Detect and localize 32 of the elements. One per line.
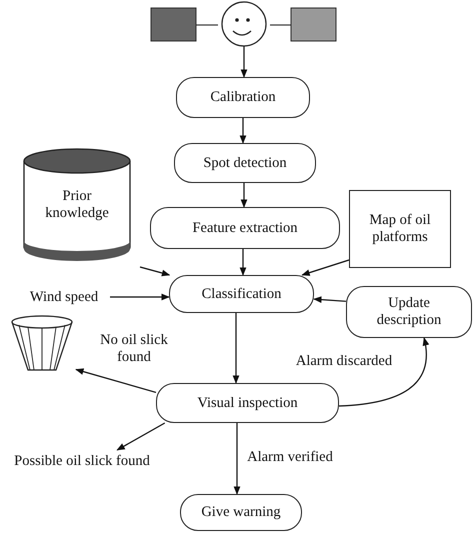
- node-text: Prior knowledge: [44, 188, 110, 222]
- arrow: [240, 118, 246, 144]
- process-box: [180, 494, 302, 531]
- data-box: [349, 190, 451, 268]
- arrow: [116, 422, 166, 451]
- arrow: [234, 423, 240, 495]
- node-text: Feature extraction: [191, 220, 299, 236]
- arrow: [313, 296, 346, 303]
- arrow: [240, 249, 246, 276]
- arrow: [240, 183, 248, 208]
- process-box: [156, 383, 339, 423]
- process-box: [174, 143, 316, 183]
- process-box: [346, 286, 472, 338]
- node-text: Spot detection: [202, 154, 288, 172]
- process-box: [169, 275, 314, 313]
- arrow: [110, 294, 170, 300]
- arrow: [338, 337, 429, 407]
- node-text: Calibration: [209, 89, 277, 106]
- node-text: Visual inspection: [196, 394, 299, 412]
- arrow: [140, 266, 170, 276]
- outcome-label: Possible oil slick found: [13, 452, 151, 470]
- process-box: [150, 207, 340, 249]
- arrow: [301, 259, 350, 276]
- input-label: Wind speed: [28, 288, 100, 306]
- arrow: [232, 313, 240, 384]
- node-text: Update description: [376, 295, 442, 329]
- arrow: [75, 368, 156, 393]
- arrow: [240, 46, 248, 78]
- node-text: Classification: [200, 286, 282, 302]
- process-box: [176, 77, 310, 118]
- node-text: Give warning: [200, 504, 282, 521]
- node-text: Map of oil platforms: [368, 212, 432, 246]
